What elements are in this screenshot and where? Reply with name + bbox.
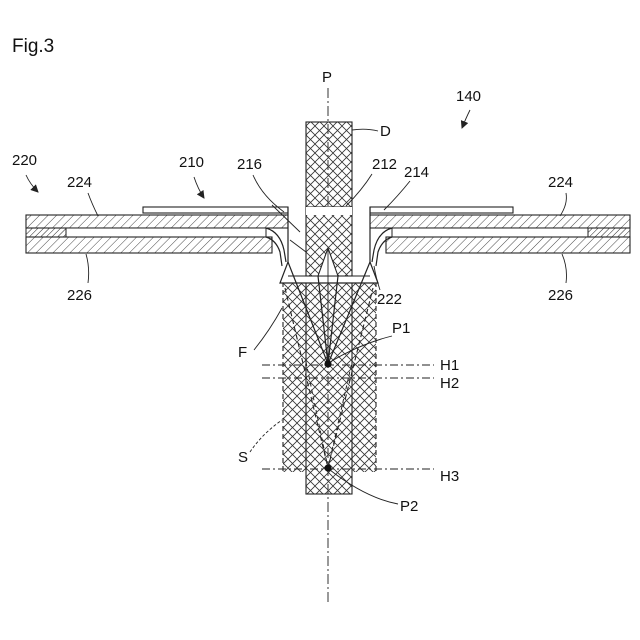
left-top-layer-leader [88, 193, 98, 216]
middle-film-left [66, 228, 266, 237]
height-3-label: H3 [440, 468, 459, 485]
right-top-layer-leader [560, 193, 566, 216]
point-1-label: P1 [392, 320, 410, 337]
flame-leader [254, 308, 282, 350]
bottom-layer-right [386, 237, 630, 253]
beam-column [306, 122, 352, 494]
panel-arrow [26, 175, 38, 192]
panel-label: 220 [12, 152, 37, 169]
height-2-label: H2 [440, 375, 459, 392]
spray-leader [250, 420, 282, 452]
middle-film-right [392, 228, 588, 237]
edge-seal-right [588, 228, 630, 237]
edge-seal-left [26, 228, 66, 237]
beam-leader [352, 129, 378, 131]
left-bottom-layer-leader [86, 254, 89, 283]
spray-label: S [238, 449, 248, 466]
right-bottom-layer-leader [562, 254, 567, 283]
figure-title: Fig.3 [12, 36, 54, 57]
part-216-label: 216 [237, 156, 262, 173]
point-2-label: P2 [400, 498, 418, 515]
cover-label: 210 [179, 154, 204, 171]
top-layer-right [370, 215, 630, 228]
left-top-layer-label: 224 [67, 174, 92, 191]
part-214-leader [384, 181, 410, 210]
cover-plate-left [143, 207, 288, 213]
part-212-label: 212 [372, 156, 397, 173]
part-214-label: 214 [404, 164, 429, 181]
beam-label: D [380, 123, 391, 140]
height-1-label: H1 [440, 357, 459, 374]
cover-arrow [194, 177, 204, 198]
assembly-label: 140 [456, 88, 481, 105]
part-222-label: 222 [377, 291, 402, 308]
flame-label: F [238, 344, 247, 361]
right-bottom-layer-label: 226 [548, 287, 573, 304]
left-bottom-layer-label: 226 [67, 287, 92, 304]
cover-plate-right [370, 207, 513, 213]
axis-label: P [322, 69, 332, 86]
part-216-leader [253, 175, 284, 212]
hole-white-center [306, 207, 352, 215]
bottom-layer-left [26, 237, 272, 253]
right-top-layer-label: 224 [548, 174, 573, 191]
top-layer-left [26, 215, 288, 228]
assembly-arrow [462, 110, 470, 128]
